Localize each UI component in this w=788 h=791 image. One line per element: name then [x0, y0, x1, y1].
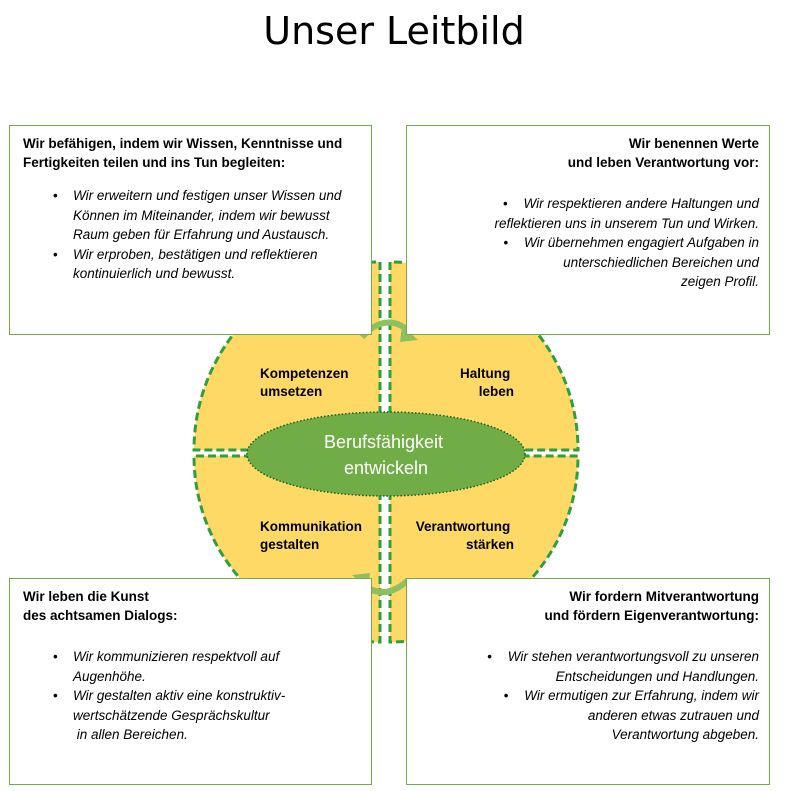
quadrant-label-bottom-left: Kommunikation gestalten: [260, 519, 366, 552]
center-label: Berufsfähigkeit entwickeln: [324, 432, 448, 478]
box-heading: Wir fordern Mitverantwortung und fördern…: [544, 589, 760, 623]
box-heading: Wir befähigen, indem wir Wissen, Kenntni…: [23, 136, 343, 170]
box-bottom-right: Wir fordern Mitverantwortung und fördern…: [406, 578, 770, 785]
box-heading: Wir benennen Werte und leben Verantwortu…: [567, 136, 759, 170]
bullet-list: Wir respektieren andere Haltungen und re…: [417, 194, 759, 292]
list-item: Wir übernehmen engagiert Aufgaben in unt…: [417, 233, 759, 292]
list-item: Wir ermutigen zur Erfahrung, indem wir a…: [417, 686, 759, 745]
bullet-list: Wir erweitern und festigen unser Wissen …: [23, 186, 361, 284]
list-item: Wir respektieren andere Haltungen und re…: [417, 194, 759, 233]
quadrant-label-bottom-right: Verantwortung stärken: [416, 519, 514, 552]
center-label-line-1: Berufsfähigkeit: [324, 432, 443, 452]
list-item: Wir erproben, bestätigen und reflektiere…: [23, 245, 361, 284]
list-item: Wir erweitern und festigen unser Wissen …: [23, 186, 361, 245]
box-top-left: Wir befähigen, indem wir Wissen, Kenntni…: [9, 125, 372, 335]
list-item: Wir gestalten aktiv eine konstruktiv- we…: [23, 686, 361, 745]
page-title: Unser Leitbild: [263, 9, 525, 53]
quadrant-label-top-left: Kompetenzen umsetzen: [260, 366, 352, 399]
center-label-line-2: entwickeln: [344, 458, 428, 478]
list-item: Wir kommunizieren respektvoll auf Augenh…: [23, 647, 361, 686]
box-top-right: Wir benennen Werte und leben Verantwortu…: [406, 125, 770, 335]
list-item: Wir stehen verantwortungsvoll zu unseren…: [417, 647, 759, 686]
quadrant-label-top-right: Haltung leben: [460, 366, 514, 399]
bullet-list: Wir kommunizieren respektvoll auf Augenh…: [23, 647, 361, 745]
bullet-list: Wir stehen verantwortungsvoll zu unseren…: [417, 647, 759, 745]
box-heading: Wir leben die Kunst des achtsamen Dialog…: [23, 589, 178, 623]
box-bottom-left: Wir leben die Kunst des achtsamen Dialog…: [9, 578, 372, 785]
center-ellipse: [246, 411, 526, 497]
